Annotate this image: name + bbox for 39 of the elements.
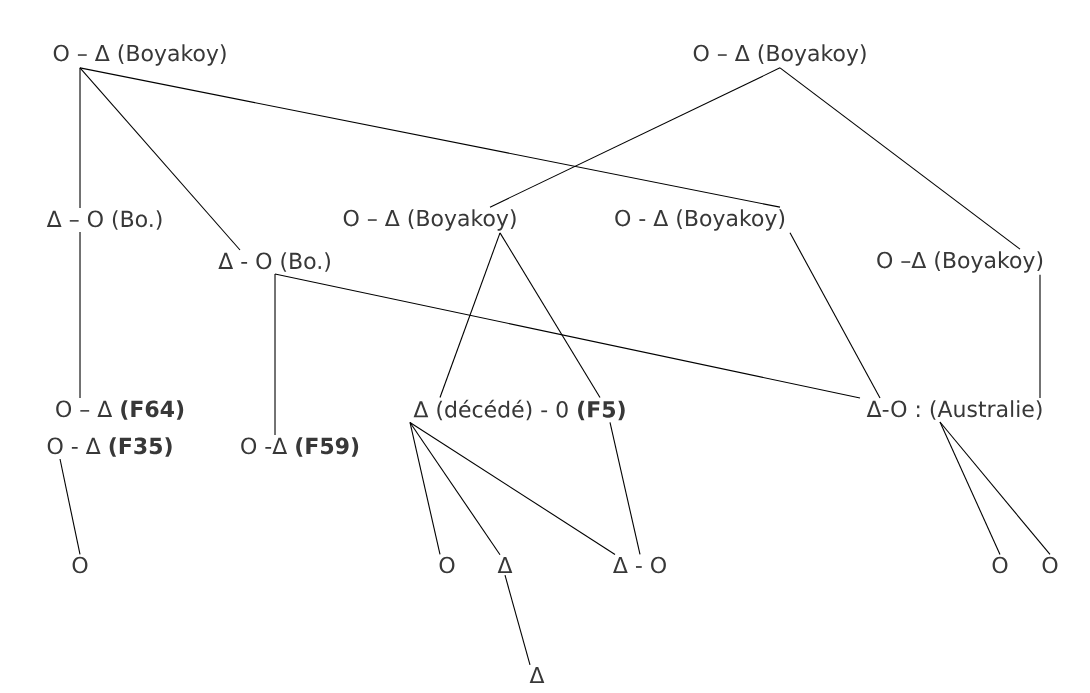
descent-line [789, 232, 881, 399]
descent-line [779, 67, 1021, 250]
family-label: Δ [497, 556, 513, 573]
descent-line [939, 421, 1001, 555]
family-label: O – Δ (F64) [56, 400, 184, 420]
descent-line [79, 67, 81, 209]
family-label: Δ [529, 666, 545, 683]
family-label: Δ (décédé) - 0 (F5) [413, 399, 625, 421]
descent-line [59, 458, 81, 555]
family-label: O – Δ (Boyakoy) [53, 44, 226, 66]
family-label: Δ - O [613, 556, 666, 574]
family-label: O [72, 556, 88, 574]
family-label: Δ – O (Bo.) [46, 210, 162, 230]
descent-line [409, 421, 501, 556]
descent-line [1039, 274, 1041, 399]
descent-line [489, 67, 781, 208]
descent-line [504, 574, 531, 666]
descent-line [79, 67, 781, 208]
descent-line [274, 273, 276, 436]
descent-line [609, 421, 641, 555]
descent-line [409, 421, 616, 555]
descent-line [79, 67, 241, 251]
family-label: Δ-O : (Australie) [866, 400, 1042, 420]
family-label: O [992, 556, 1008, 574]
descent-line [439, 232, 501, 399]
family-label: O - Δ (Boyakoy) [615, 209, 785, 231]
family-label: O – Δ (Boyakoy) [343, 209, 516, 231]
family-label: O -Δ (F59) [241, 437, 359, 457]
descent-line [274, 273, 861, 399]
descent-line [499, 232, 601, 399]
family-label: O [439, 556, 455, 574]
descent-line [79, 231, 81, 399]
family-label: Δ - O (Bo.) [218, 252, 330, 272]
family-label: O [1042, 556, 1058, 574]
family-label: O –Δ (Boyakoy) [877, 251, 1043, 273]
descent-line [939, 421, 1051, 555]
family-label: O – Δ (Boyakoy) [693, 44, 866, 66]
descent-line [409, 421, 441, 555]
family-label: O - Δ (F35) [47, 437, 172, 457]
